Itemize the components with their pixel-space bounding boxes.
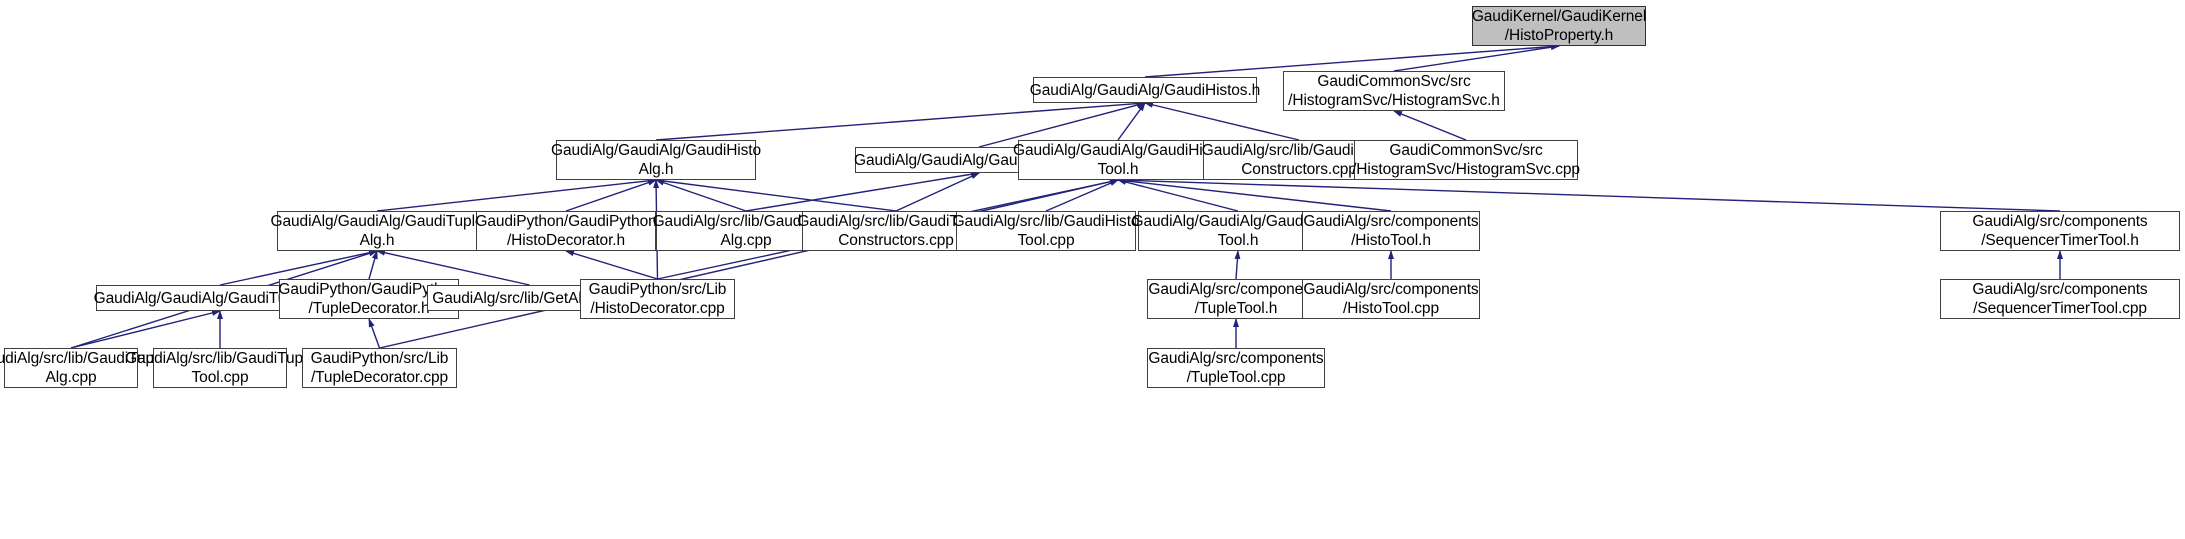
- graph-node-label: GaudiAlg/src/lib/GaudiHisto Tool.cpp: [952, 213, 1140, 249]
- graph-node-label: GaudiAlg/src/components /SequencerTimerT…: [1972, 213, 2148, 249]
- graph-node[interactable]: GaudiCommonSvc/src /HistogramSvc/Histogr…: [1283, 71, 1505, 111]
- graph-edge: [1117, 177, 1392, 212]
- graph-node[interactable]: GaudiAlg/src/components /TupleTool.cpp: [1147, 348, 1325, 388]
- graph-edge: [565, 250, 658, 280]
- graph-edge: [1117, 179, 1239, 212]
- graph-node-label: GaudiAlg/src/components /TupleTool.h: [1148, 281, 1324, 317]
- graph-node-label: GaudiKernel/GaudiKernel /HistoProperty.h: [1471, 8, 1647, 44]
- graph-edge: [368, 250, 378, 280]
- graph-node-label: GaudiAlg/src/components /TupleTool.cpp: [1148, 350, 1324, 386]
- graph-node[interactable]: GaudiAlg/GaudiAlg/GaudiHisto Tool.h: [1013, 140, 1223, 180]
- graph-node-label: GaudiAlg/GaudiAlg/GaudiTuple Alg.h: [270, 213, 484, 249]
- graph-node[interactable]: GaudiCommonSvc/src /HistogramSvc/Histogr…: [1352, 140, 1580, 180]
- graph-node[interactable]: GaudiKernel/GaudiKernel /HistoProperty.h: [1472, 6, 1646, 46]
- graph-node[interactable]: GaudiAlg/src/components /HistoTool.h: [1302, 211, 1480, 251]
- graph-node[interactable]: GaudiPython/src/Lib /TupleDecorator.cpp: [302, 348, 457, 388]
- graph-edge: [1144, 101, 1300, 141]
- graph-edge: [655, 178, 897, 212]
- graph-node[interactable]: GaudiAlg/src/lib/GaudiHisto Tool.cpp: [953, 211, 1140, 251]
- graph-node-label: GaudiAlg/src/components /SequencerTimerT…: [1972, 281, 2148, 317]
- graph-edge: [1045, 179, 1119, 212]
- graph-node[interactable]: GaudiAlg/GaudiAlg/GaudiHisto Alg.h: [551, 140, 761, 180]
- graph-node-label: GaudiAlg/GaudiAlg/GaudiTuple Tool.h: [1131, 213, 1345, 249]
- graph-edge: [1117, 102, 1146, 141]
- graph-node[interactable]: GaudiAlg/src/lib/GaudiTuple Tool.cpp: [125, 348, 315, 388]
- graph-node[interactable]: GaudiAlg/src/components /SequencerTimerT…: [1940, 279, 2180, 319]
- graph-node[interactable]: GaudiAlg/GaudiAlg/GaudiHistos.h: [1029, 77, 1261, 103]
- graph-node-label: GaudiAlg/src/components /HistoTool.h: [1303, 213, 1479, 249]
- graph-edge: [895, 172, 980, 212]
- graph-edge: [1393, 44, 1560, 72]
- graph-node-label: GaudiCommonSvc/src /HistogramSvc/Histogr…: [1352, 142, 1580, 178]
- graph-node-label: GaudiAlg/GaudiAlg/GaudiHisto Alg.h: [551, 142, 762, 178]
- graph-node[interactable]: GaudiAlg/src/lib/GaudiTuple Alg.cpp: [0, 348, 166, 388]
- graph-node[interactable]: GaudiAlg/src/components /TupleTool.h: [1147, 279, 1325, 319]
- graph-node-label: GaudiPython/src/Lib /TupleDecorator.cpp: [310, 350, 449, 386]
- graph-edge: [379, 178, 1119, 349]
- graph-node-label: GaudiAlg/src/lib/GaudiTuple Alg.cpp: [0, 350, 166, 386]
- graph-node[interactable]: GaudiPython/src/Lib /HistoDecorator.cpp: [580, 279, 735, 319]
- graph-node-label: GaudiCommonSvc/src /HistogramSvc/Histogr…: [1288, 73, 1500, 109]
- graph-node-label: GaudiAlg/GaudiAlg/GaudiHisto Tool.h: [1013, 142, 1224, 178]
- graph-edge: [1234, 250, 1241, 280]
- graph-edge: [565, 179, 657, 212]
- graph-edge: [70, 310, 221, 349]
- graph-edge: [655, 179, 747, 212]
- graph-node-label: GaudiAlg/src/lib/GaudiHistos Constructor…: [1201, 142, 1397, 178]
- graph-node-label: GaudiAlg/GaudiAlg/GaudiHistos.h: [1029, 81, 1261, 99]
- graph-edge: [745, 171, 980, 212]
- graph-edge: [1117, 177, 2061, 212]
- graph-node-label: GaudiPython/GaudiPython /HistoDecorator.…: [475, 213, 657, 249]
- graph-node-label: GaudiAlg/src/components /HistoTool.cpp: [1303, 281, 1479, 317]
- graph-node-label: GaudiPython/src/Lib /HistoDecorator.cpp: [588, 281, 727, 317]
- graph-edge: [368, 318, 381, 349]
- graph-node[interactable]: GaudiAlg/GaudiAlg/GaudiTuple Alg.h: [271, 211, 484, 251]
- graph-edge: [376, 177, 657, 212]
- graph-node-label: GaudiAlg/src/lib/GaudiTuple Tool.cpp: [125, 350, 315, 386]
- graph-node[interactable]: GaudiAlg/src/components /SequencerTimerT…: [1940, 211, 2180, 251]
- graph-node[interactable]: GaudiPython/GaudiPython /HistoDecorator.…: [475, 211, 657, 251]
- graph-node[interactable]: GaudiAlg/src/components /HistoTool.cpp: [1302, 279, 1480, 319]
- graph-edge: [655, 100, 1146, 141]
- graph-edge: [1393, 110, 1467, 141]
